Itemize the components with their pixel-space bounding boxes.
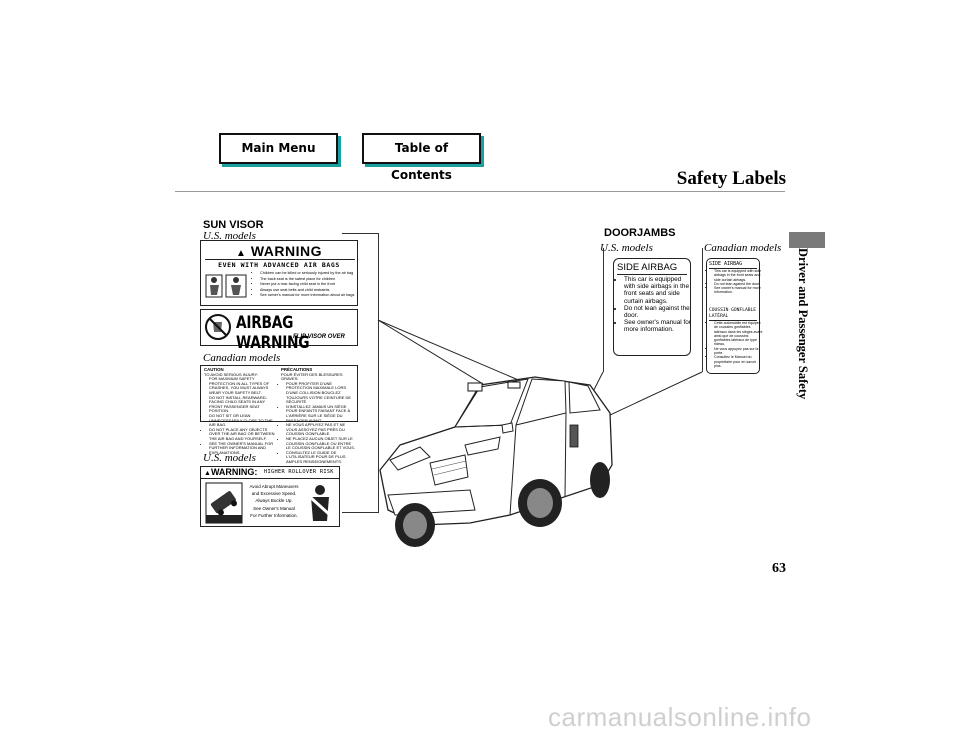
- rollover-warning-label: ▲WARNING: HIGHER ROLLOVER RISK Avoid Abr…: [200, 466, 340, 527]
- warning-bullet: Never put a rear-facing child seat in th…: [260, 282, 364, 288]
- ca-side-airbag-title: SIDE AIRBAG: [709, 261, 743, 267]
- precautions-subtitle: POUR ÉVITER DES BLESSURES GRAVES:: [281, 371, 343, 382]
- caution-bullet: SEE THE OWNER'S MANUAL FOR FURTHER INFOR…: [209, 441, 278, 456]
- us-side-airbag-label: SIDE AIRBAG This car is equipped with si…: [613, 258, 691, 356]
- child-seat-icon: [205, 274, 247, 298]
- side-airbag-bullet: This car is equipped with side airbags i…: [624, 276, 694, 305]
- rollover-warning-title: WARNING:: [210, 467, 258, 477]
- warning-bullet: Children can be killed or seriously inju…: [260, 271, 364, 277]
- side-airbag-bullet: See owner's manual for more information.: [624, 319, 694, 333]
- title-divider: [175, 191, 785, 192]
- doorjambs-us-models: U.S. models: [600, 242, 653, 254]
- precautions-bullet: N'INSTALLEZ JAMAIS UN SIÈGE POUR ENFANTS…: [286, 404, 356, 423]
- side-airbag-title: SIDE AIRBAG: [617, 262, 678, 273]
- page-number: 63: [772, 561, 786, 576]
- car-illustration: [379, 376, 613, 547]
- ca-fr-title-line1: COUSSIN GONFLABLE: [709, 308, 757, 313]
- caution-bullet: FOR MAXIMUM SAFETY PROTECTION IN ALL TYP…: [209, 376, 278, 395]
- seatbelt-icon: [308, 485, 332, 521]
- page-title: Safety Labels: [676, 168, 786, 189]
- airbag-warning-label: ▲ WARNING EVEN WITH ADVANCED AIR BAGS Ch…: [200, 240, 358, 306]
- caution-bullet: DO NOT PLACE ANY OBJECTS OVER THE AIR BA…: [209, 427, 278, 442]
- precautions-bullet: POUR PROFITER D'UNE PROTECTION MAXIMALE …: [286, 381, 356, 405]
- caution-bullet: DO NOT SIT OR LEAN UNNECESSARILY CLOSE T…: [209, 413, 278, 428]
- ca-en-bullet: See owner's manual for more information.: [714, 286, 763, 295]
- sun-visor-heading: SUN VISOR: [203, 219, 264, 231]
- ca-side-airbag-label: SIDE AIRBAG This car is equipped with si…: [706, 258, 763, 374]
- caution-subtitle: TO AVOID SERIOUS INJURY:: [204, 371, 259, 377]
- rollover-risk-text: HIGHER ROLLOVER RISK: [264, 469, 334, 475]
- ca-fr-bullet: Consultez le Manuel du propriétaire pour…: [714, 355, 763, 368]
- caution-title: CAUTION: [204, 367, 224, 372]
- warning-bullet: Always use seat belts and child restrain…: [260, 288, 364, 294]
- caution-label: CAUTION TO AVOID SERIOUS INJURY: FOR MAX…: [200, 365, 358, 464]
- ca-fr-bullet: Ne vous appuyez pas sur la porte.: [714, 347, 763, 356]
- precautions-bullet: CONSULTEZ LE GUIDE DE L'UTILISATEUR POUR…: [286, 450, 356, 465]
- airbag-warning-text: AIRBAG WARNING: [236, 313, 310, 353]
- rollover-line: For Further Information.: [250, 512, 298, 518]
- precautions-title: PRÉCAUTIONS: [281, 367, 313, 372]
- bracket-vertical: [378, 233, 379, 513]
- warning-triangle-icon: ▲: [204, 470, 211, 477]
- table-of-contents-button[interactable]: Table of Contents: [362, 133, 481, 182]
- rollover-icon: [205, 482, 243, 524]
- rollover-line: See Owner's Manual: [253, 505, 295, 511]
- doorjambs-heading: DOORJAMBS: [604, 227, 676, 239]
- precautions-bullet: NE PLACEZ AUCUN OBJET SUR LE COUSSIN GON…: [286, 436, 356, 451]
- bracket-top: [342, 233, 378, 234]
- doorjambs-canadian-models: Canadian models: [704, 242, 782, 254]
- bracket-bottom: [342, 512, 378, 513]
- section-tab: [789, 232, 825, 248]
- rollover-line: Always Buckle Up.: [255, 498, 293, 504]
- warning-triangle-icon: ▲: [236, 248, 247, 259]
- rollover-line: Avoid Abrupt Maneuvers: [249, 484, 299, 489]
- flip-visor-label: AIRBAG WARNING FLIP VISOR OVER: [200, 309, 358, 353]
- main-menu-button[interactable]: Main Menu: [219, 133, 338, 164]
- rollover-us-models: U.S. models: [203, 452, 256, 464]
- ca-fr-title-line2: LATÉRAL: [709, 314, 729, 319]
- ca-fr-bullet: Cette automobile est équipée de coussins…: [714, 321, 763, 347]
- precautions-bullet: NE VOUS APPUYEZ PAS ET NE VOUS ASSOYEZ P…: [286, 422, 356, 437]
- rollover-line: and Excessive Speed.: [251, 491, 297, 497]
- sun-visor-canadian-models: Canadian models: [203, 352, 281, 364]
- warning-subtitle: EVEN WITH ADVANCED AIR BAGS: [218, 261, 340, 269]
- doorjamb-bracket-right: [702, 248, 703, 372]
- no-child-seat-icon: [205, 314, 231, 340]
- warning-bullet: See owner's manual for more information …: [260, 293, 364, 299]
- warning-title: WARNING: [250, 243, 322, 259]
- warning-bullet: The back seat is the safest place for ch…: [260, 277, 364, 283]
- ca-en-bullet: This car is equipped with side airbags i…: [714, 269, 763, 282]
- sun-visor-us-models: U.S. models: [203, 230, 256, 242]
- flip-visor-text: FLIP VISOR OVER: [293, 334, 345, 340]
- watermark: carmanualsonline.info: [548, 702, 812, 732]
- ca-en-bullet: Do not lean against the door.: [714, 282, 763, 286]
- side-airbag-bullet: Do not lean against the door.: [624, 305, 694, 319]
- doorjamb-bracket-left: [603, 248, 604, 372]
- caution-bullet: DO NOT INSTALL REARWARD-FACING CHILD SEA…: [209, 395, 278, 414]
